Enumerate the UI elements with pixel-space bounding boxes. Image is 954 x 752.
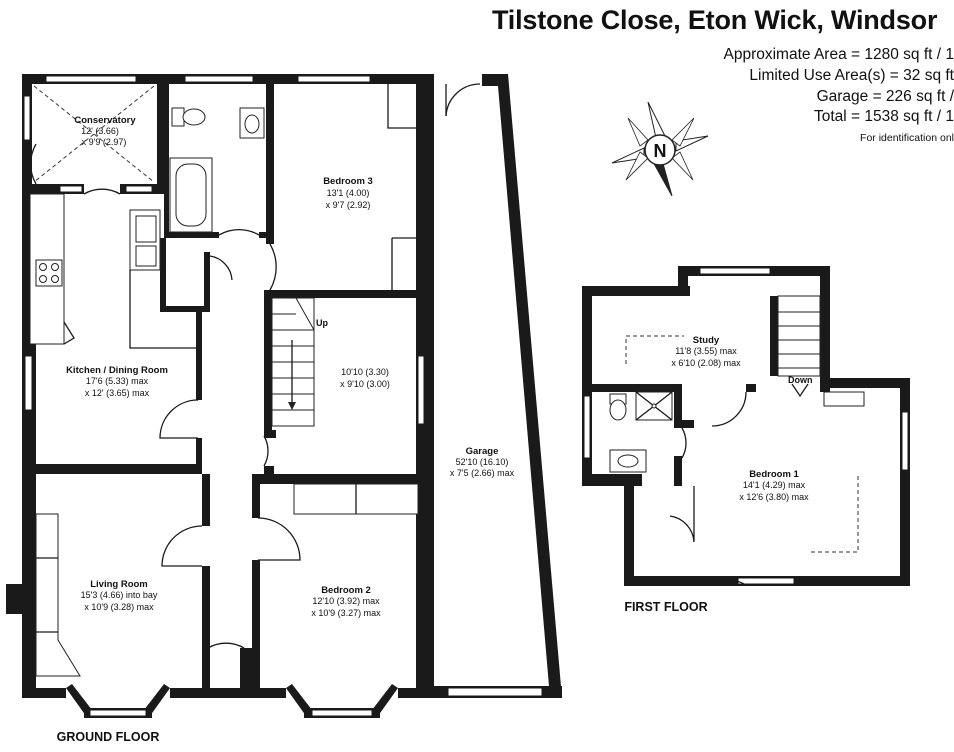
- identification-note: For identification onl: [860, 132, 954, 144]
- bedroom2-name: Bedroom 2: [321, 585, 371, 596]
- garage-dim2: x 7'5 (2.66) max: [450, 468, 515, 478]
- middle-room-dim1: 10'10 (3.30): [341, 367, 389, 377]
- garage-walls: [434, 74, 562, 698]
- bedroom3-dim2: x 9'7 (2.92): [326, 200, 371, 210]
- conservatory-dim2: x 9'9 (2.97): [82, 137, 127, 147]
- limited-use-area-text: Limited Use Area(s) = 32 sq ft: [749, 67, 954, 84]
- living-room-dim2: x 10'9 (3.28) max: [84, 602, 154, 612]
- total-area-text: Total = 1538 sq ft / 1: [813, 108, 954, 125]
- bedroom3-name: Bedroom 3: [323, 176, 373, 187]
- compass-letter: N: [654, 141, 667, 161]
- bedroom3-dim1: 13'1 (4.00): [327, 188, 370, 198]
- living-room-name: Living Room: [90, 579, 148, 590]
- room-labels: Conservatory 12' (3.66) x 9'9 (2.97) Bed…: [57, 115, 813, 744]
- study-dim1: 11'8 (3.55) max: [675, 346, 737, 356]
- property-title: Tilstone Close, Eton Wick, Windsor: [492, 5, 938, 35]
- conservatory-name: Conservatory: [74, 115, 136, 126]
- kitchen-dim2: x 12' (3.65) max: [85, 388, 150, 398]
- middle-room-dim2: x 9'10 (3.00): [340, 379, 390, 389]
- first-floor-label: FIRST FLOOR: [624, 600, 707, 614]
- garage-area-text: Garage = 226 sq ft /: [816, 88, 954, 105]
- study-dim2: x 6'10 (2.08) max: [671, 358, 741, 368]
- conservatory-dim1: 12' (3.66): [81, 126, 119, 136]
- first-floor-walls: [582, 266, 910, 586]
- ground-floor-walls: [6, 74, 434, 718]
- garage-dim1: 52'10 (16.10): [456, 457, 509, 467]
- living-room-dim1: 15'3 (4.66) into bay: [81, 590, 158, 600]
- bedroom2-dim1: 12'10 (3.92) max: [312, 596, 380, 606]
- approx-area-text: Approximate Area = 1280 sq ft / 1: [723, 46, 954, 63]
- stairs-down-label: Down: [788, 375, 813, 385]
- bedroom2-dim2: x 10'9 (3.27) max: [311, 608, 381, 618]
- ground-fixtures: [29, 85, 315, 677]
- kitchen-dim1: 17'6 (5.33) max: [86, 376, 149, 386]
- compass-icon: N: [611, 101, 709, 197]
- ground-floor-label: GROUND FLOOR: [57, 730, 160, 744]
- garage-name: Garage: [466, 446, 499, 457]
- study-name: Study: [693, 335, 720, 346]
- first-fixtures: [609, 295, 865, 585]
- bedroom1-name: Bedroom 1: [749, 469, 799, 480]
- bedroom1-dim2: x 12'6 (3.80) max: [739, 492, 809, 502]
- kitchen-name: Kitchen / Dining Room: [66, 365, 168, 376]
- stairs-up-label: Up: [316, 318, 328, 328]
- bedroom1-dim1: 14'1 (4.29) max: [743, 480, 806, 490]
